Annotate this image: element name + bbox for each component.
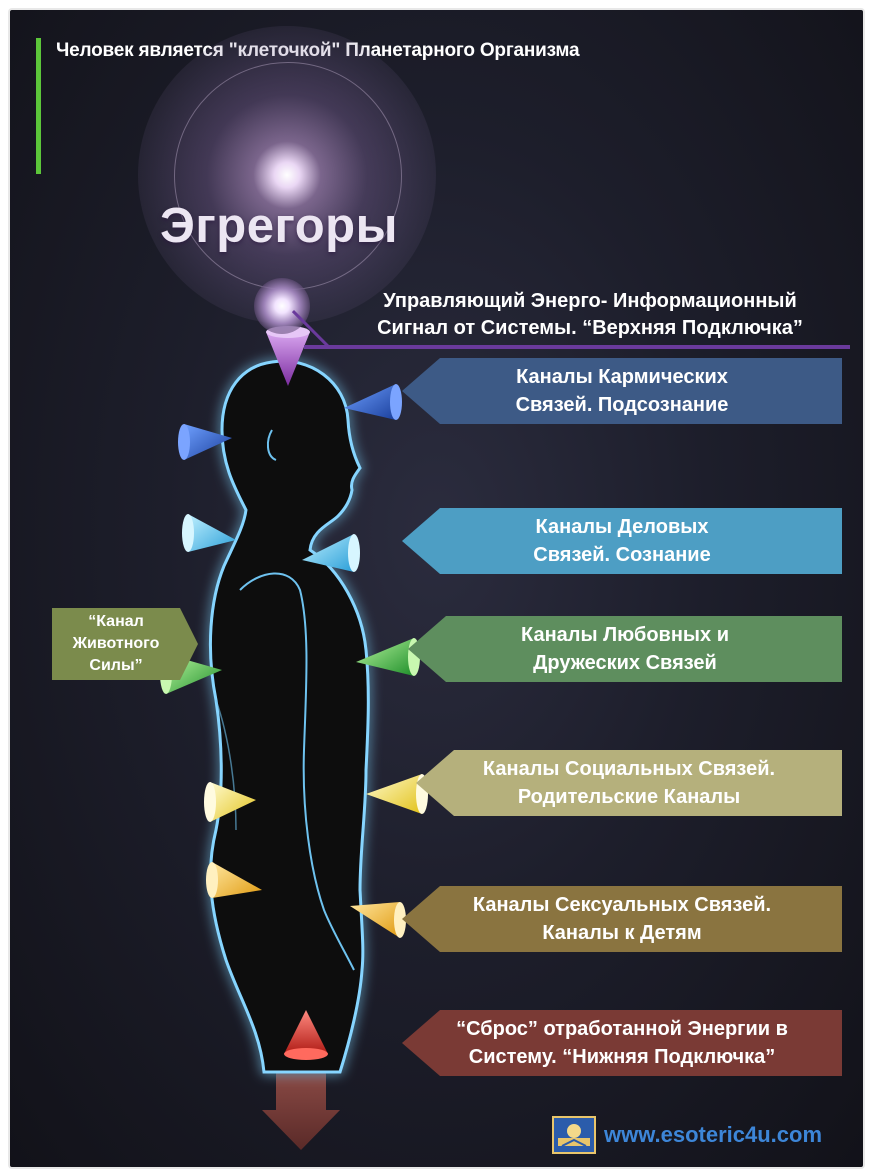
cone-social-front-icon xyxy=(366,774,428,814)
banner-animal-power: “Канал Животного Силы” xyxy=(52,608,198,680)
banner-love: Каналы Любовных и Дружеских Связей xyxy=(408,616,842,682)
banner-sexual-line2: Каналы к Детям xyxy=(542,922,702,944)
arm-outline xyxy=(239,572,355,971)
cone-business-front-icon xyxy=(302,534,360,572)
egregor-label: Эгрегоры xyxy=(160,199,398,253)
banner-sexual: Каналы Сексуальных Связей. Каналы к Детя… xyxy=(402,886,842,952)
banner-karmic-line2: Связей. Подсознание xyxy=(515,394,729,416)
top-signal-line2: Сигнал от Системы. “Верхняя Подключка” xyxy=(377,317,803,339)
top-signal-line1: Управляющий Энерго- Информационный xyxy=(383,290,797,312)
header-accent-bar xyxy=(36,38,41,174)
discharge-arrow xyxy=(262,1072,340,1150)
banner-discharge-line2: Систему. “Нижняя Подключка” xyxy=(468,1046,776,1068)
banner-sexual-line1: Каналы Сексуальных Связей. xyxy=(472,894,772,916)
cone-karmic-front-icon xyxy=(344,384,402,420)
banner-discharge: “Сброс” отработанной Энергии в Систему. … xyxy=(402,1010,842,1076)
ear-outline xyxy=(266,429,277,461)
banner-animal-line1: “Канал xyxy=(88,613,144,630)
banner-business-line2: Связей. Сознание xyxy=(533,544,711,566)
logo-icon xyxy=(552,1116,596,1154)
top-signal-text: Управляющий Энерго- Информационный Сигна… xyxy=(330,288,850,342)
human-figure-diagram xyxy=(160,326,428,1150)
cone-social-back-icon xyxy=(204,782,256,822)
banner-discharge-line1: “Сброс” отработанной Энергии в xyxy=(456,1018,788,1040)
banner-social-line2: Родительские Каналы xyxy=(517,786,741,808)
banner-social: Каналы Социальных Связей. Родительские К… xyxy=(416,750,842,816)
banner-love-line2: Дружеских Связей xyxy=(533,652,717,674)
banner-karmic-line1: Каналы Кармических xyxy=(516,366,728,388)
banner-animal-line3: Силы” xyxy=(89,657,143,674)
banner-business-line1: Каналы Деловых xyxy=(535,516,709,538)
cone-business-back-icon xyxy=(182,514,236,552)
banner-karmic: Каналы Кармических Связей. Подсознание xyxy=(402,358,842,424)
signal-orb xyxy=(254,278,310,334)
cone-sexual-back-icon xyxy=(206,862,262,898)
footer-site-link[interactable]: www.esoteric4u.com xyxy=(604,1122,823,1147)
cone-sexual-front-icon xyxy=(350,902,406,938)
banner-business: Каналы Деловых Связей. Сознание xyxy=(402,508,842,574)
cone-karmic-back-icon xyxy=(178,424,232,460)
banner-social-line1: Каналы Социальных Связей. xyxy=(482,758,776,780)
banner-animal-line2: Животного xyxy=(72,635,160,652)
body-silhouette xyxy=(209,359,370,1074)
banner-love-line1: Каналы Любовных и xyxy=(521,624,729,646)
cone-root-icon xyxy=(284,1010,328,1060)
signal-connector-line xyxy=(304,345,850,349)
poster-frame: Человек является "клеточкой" Планетарног… xyxy=(8,8,865,1169)
